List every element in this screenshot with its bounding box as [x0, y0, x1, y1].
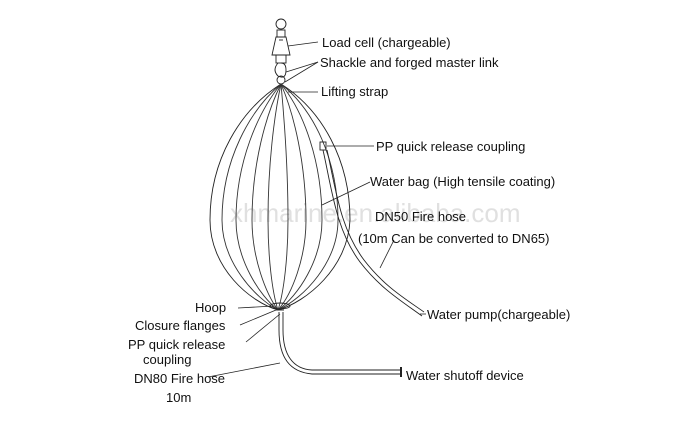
label-dn80-line2: 10m [166, 390, 191, 405]
dn80-hose [278, 312, 402, 377]
label-dn50-line1: DN50 Fire hose [375, 209, 466, 224]
water-bag [209, 83, 351, 311]
label-hoop: Hoop [195, 300, 226, 315]
label-pp-coupling-top: PP quick release coupling [376, 139, 525, 154]
label-water-shutoff: Water shutoff device [406, 368, 524, 383]
dn50-hose [319, 141, 425, 317]
label-closure-flanges: Closure flanges [135, 318, 226, 333]
label-pp-coupling-bottom-1: PP quick release [128, 337, 225, 352]
label-shackle: Shackle and forged master link [320, 55, 499, 70]
leader-lines [207, 41, 426, 378]
label-water-bag: Water bag (High tensile coating) [370, 174, 555, 189]
label-load-cell: Load cell (chargeable) [322, 35, 451, 50]
label-lifting-strap: Lifting strap [321, 84, 388, 99]
load-cell-assembly [271, 18, 291, 85]
label-water-pump: Water pump(chargeable) [427, 307, 570, 322]
watermark: xhmarine.en.alibaba.com [230, 198, 521, 228]
label-dn50-line2: (10m Can be converted to DN65) [358, 231, 549, 246]
label-dn80-line1: DN80 Fire hose [134, 371, 225, 386]
label-pp-coupling-bottom-2: coupling [143, 352, 191, 367]
